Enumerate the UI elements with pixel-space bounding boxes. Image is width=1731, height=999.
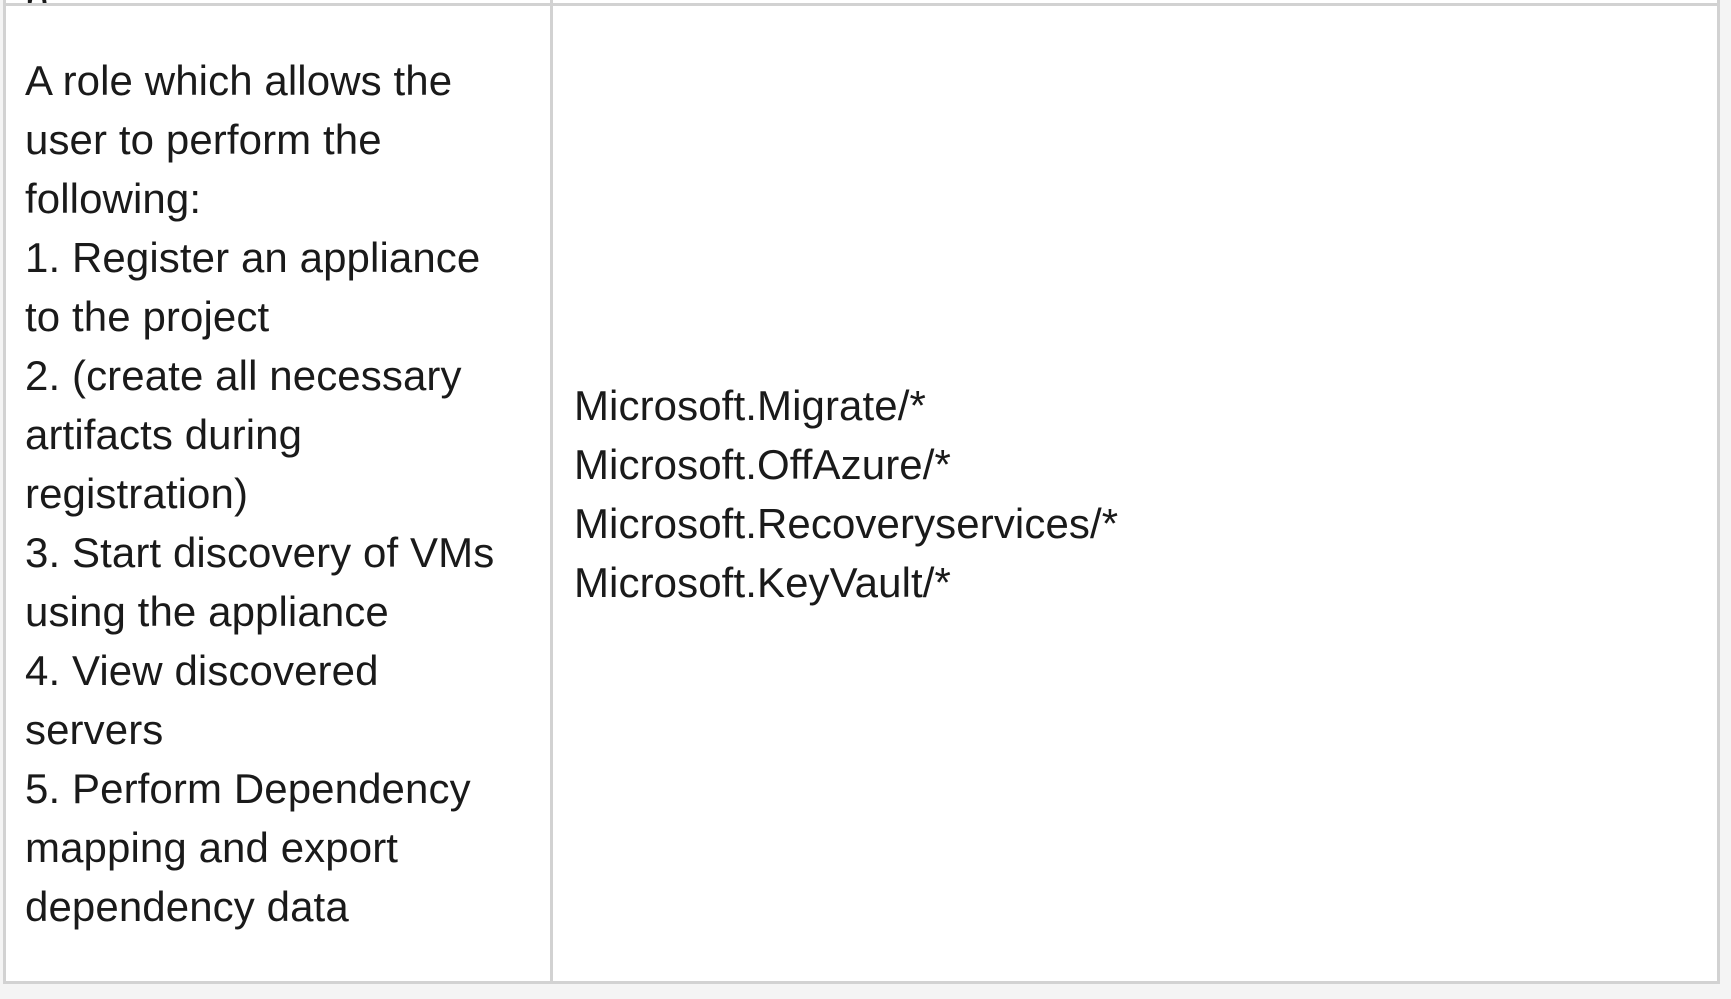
description-line: 3. Start discovery of VMs <box>25 529 495 576</box>
table-cell-description-clipped: p <box>3 0 553 6</box>
description-line: 1. Register an appliance <box>25 234 481 281</box>
clipped-description-text: p <box>25 0 531 2</box>
table-cell-permissions: Microsoft.Migrate/* Microsoft.OffAzure/*… <box>549 3 1721 984</box>
description-line: following: <box>25 175 202 222</box>
table-cell-role-description: A role which allows the user to perform … <box>3 3 553 984</box>
description-line: using the appliance <box>25 588 389 635</box>
description-line: user to perform the <box>25 116 382 163</box>
table-row-previous-clipped: p <box>3 0 1721 6</box>
table-row: A role which allows the user to perform … <box>3 3 1721 984</box>
permission-line: Microsoft.KeyVault/* <box>573 558 951 606</box>
description-line: registration) <box>25 470 249 517</box>
description-line: artifacts during <box>25 411 303 458</box>
permission-line: Microsoft.OffAzure/* <box>573 440 951 488</box>
permission-line: Microsoft.Migrate/* <box>573 381 926 429</box>
table-cell-permissions-clipped <box>549 0 1721 6</box>
description-line: to the project <box>25 293 270 340</box>
description-line: 4. View discovered <box>25 647 379 694</box>
description-line: 2. (create all necessary <box>25 352 462 399</box>
description-line: servers <box>25 706 164 753</box>
permission-line: Microsoft.Recoveryservices/* <box>573 499 1119 547</box>
permissions-text: Microsoft.Migrate/* Microsoft.OffAzure/*… <box>574 376 1698 612</box>
description-line: A role which allows the <box>25 57 453 104</box>
permissions-block: Microsoft.Migrate/* Microsoft.OffAzure/*… <box>553 366 1717 622</box>
permissions-table: p A role which allows the user to perfor… <box>3 0 1721 984</box>
role-description-text: A role which allows the user to perform … <box>25 51 531 936</box>
description-line: 5. Perform Dependency <box>25 765 471 812</box>
role-description-block: A role which allows the user to perform … <box>6 45 550 942</box>
description-line: dependency data <box>25 883 349 930</box>
description-line: mapping and export <box>25 824 399 871</box>
